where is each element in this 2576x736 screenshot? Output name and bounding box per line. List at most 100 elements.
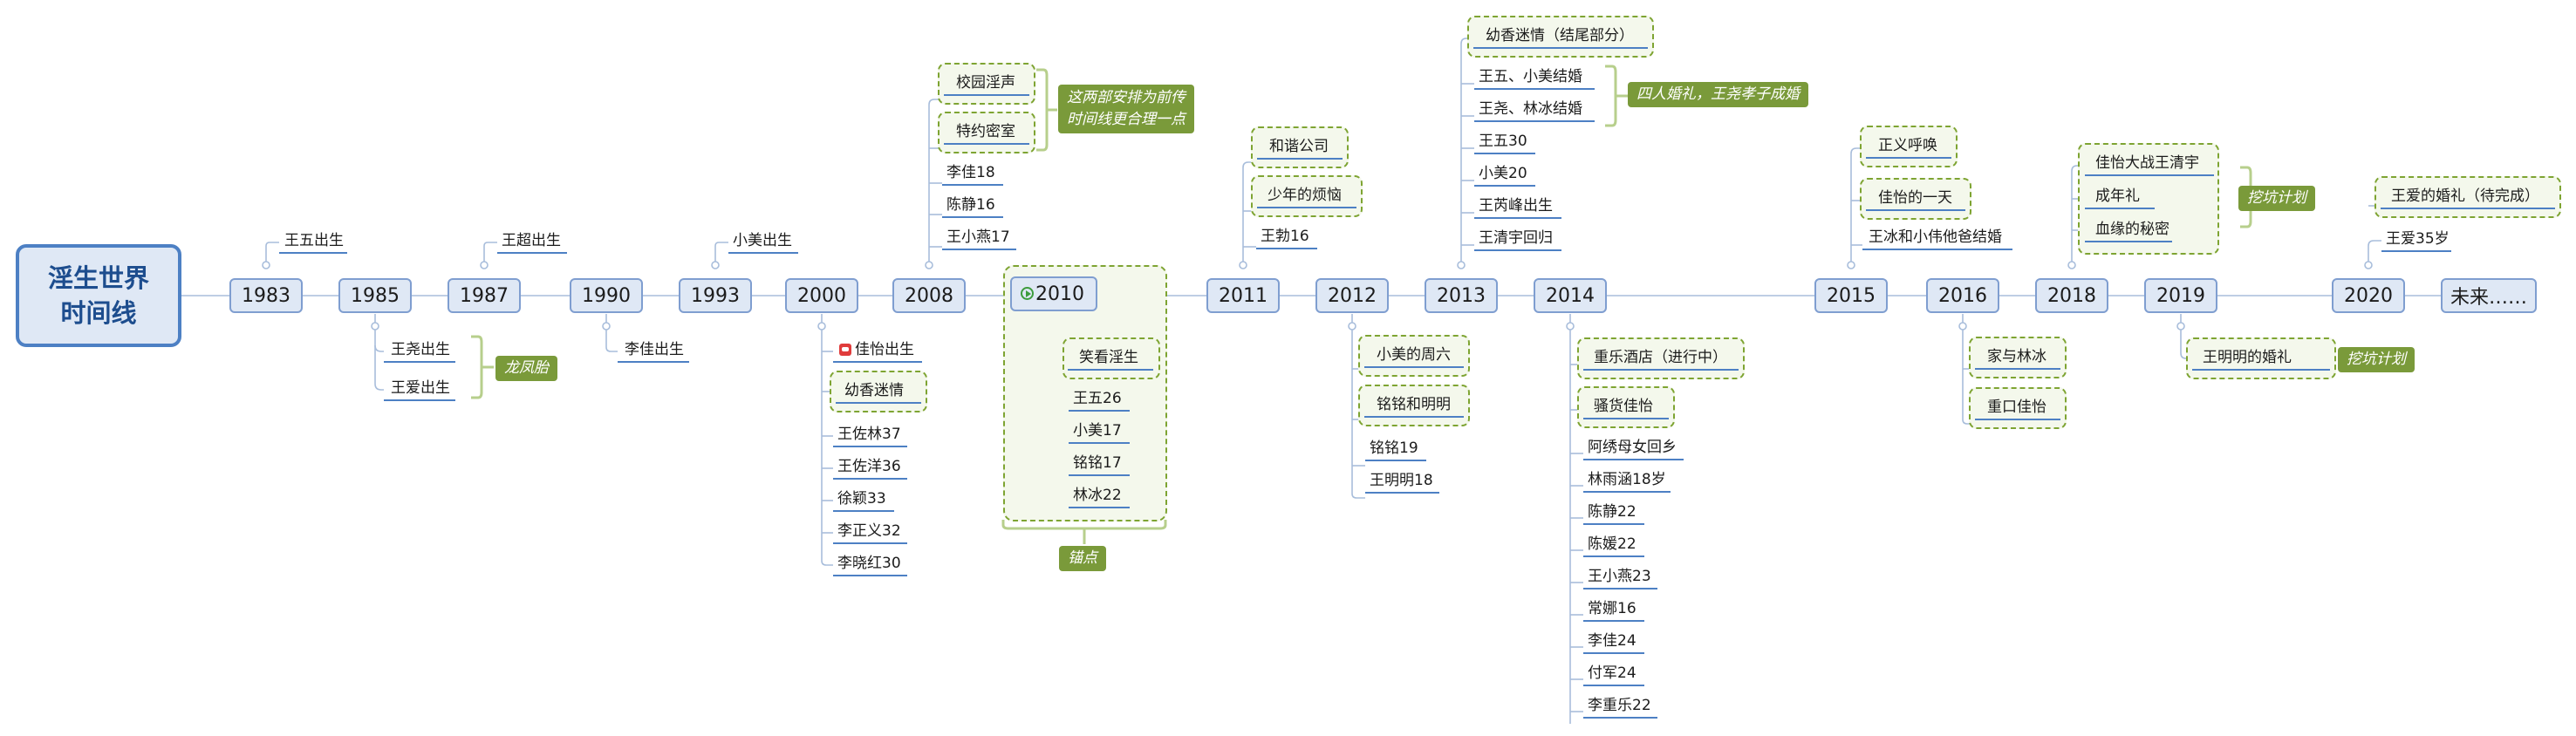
note-plan-2019[interactable]: 挖坑计划 [2338, 347, 2415, 372]
event-label[interactable]: 成年礼 [2095, 187, 2140, 205]
story-title[interactable]: 佳怡的一天 [1878, 189, 1952, 207]
story-title[interactable]: 骚货佳怡 [1594, 398, 1653, 415]
event-label[interactable]: 阿绣母女回乡 [1588, 439, 1677, 456]
story-title[interactable]: 重口佳怡 [1987, 399, 2046, 416]
event-label[interactable]: 陈静16 [946, 196, 995, 214]
event-label[interactable]: 小美20 [1479, 165, 1527, 182]
event-label[interactable]: 徐颖33 [837, 490, 886, 508]
event-label[interactable]: 付军24 [1588, 664, 1636, 682]
event-label[interactable]: 陈媛22 [1588, 535, 1636, 553]
story-box [2078, 143, 2219, 255]
event-label[interactable]: 王冰和小伟他爸结婚 [1869, 228, 2002, 246]
event-label[interactable]: 陈静22 [1588, 503, 1636, 521]
year-node-2011[interactable]: 2011 [1206, 278, 1280, 313]
story-title[interactable]: 王明明的婚礼 [2203, 349, 2292, 366]
underline [2085, 208, 2155, 209]
story-title[interactable]: 重乐酒店（进行中） [1594, 349, 1727, 366]
underline [833, 575, 907, 576]
event-label[interactable]: 李正义32 [837, 522, 901, 540]
year-node-1993[interactable]: 1993 [679, 278, 752, 313]
year-node-2015[interactable]: 2015 [1814, 278, 1888, 313]
event-label[interactable]: 李重乐22 [1588, 697, 1651, 714]
event-label[interactable]: 王爱35岁 [2386, 230, 2450, 248]
story-title[interactable]: 和谐公司 [1269, 138, 1329, 155]
note-anchor[interactable]: 锚点 [1059, 546, 1106, 571]
year-2010-label: 2010 [1035, 283, 1084, 305]
event-label[interactable]: 血缘的秘密 [2095, 221, 2169, 238]
event-label[interactable]: 小美17 [1073, 422, 1122, 440]
event-label[interactable]: 王五、小美结婚 [1479, 68, 1582, 85]
event-label[interactable]: 王五30 [1479, 133, 1527, 150]
note-wedding[interactable]: 四人婚礼，王尧孝子成婚 [1628, 82, 1808, 107]
year-node-1983[interactable]: 1983 [229, 278, 303, 313]
event-label[interactable]: 王勃16 [1261, 228, 1309, 245]
year-node-2010[interactable]: 2010 [1010, 276, 1097, 311]
event-label[interactable]: 王小燕17 [946, 228, 1010, 246]
underline [836, 402, 921, 404]
event-label[interactable]: 王五26 [1073, 390, 1122, 407]
timeline-title[interactable]: 淫生世界 时间线 [16, 244, 181, 347]
event-label[interactable]: 佳怡出生 [855, 341, 914, 358]
year-node-2000[interactable]: 2000 [785, 278, 858, 313]
year-node-2018[interactable]: 2018 [2035, 278, 2108, 313]
title-line-1: 淫生世界 [47, 263, 149, 293]
event-label[interactable]: 李晓红30 [837, 555, 901, 572]
underline [1257, 207, 1356, 208]
event-label[interactable]: 王尧出生 [391, 341, 450, 358]
story-title[interactable]: 铭铭和明明 [1377, 396, 1451, 413]
event-label[interactable]: 铭铭17 [1073, 454, 1122, 472]
event-label[interactable]: 王佐林37 [837, 426, 901, 443]
year-node-1987[interactable]: 1987 [448, 278, 521, 313]
event-label[interactable]: 王小燕23 [1588, 568, 1651, 585]
event-label[interactable]: 王佐洋36 [837, 458, 901, 475]
event-label[interactable]: 王清宇回归 [1479, 229, 1553, 247]
event-label[interactable]: 常娜16 [1588, 600, 1636, 617]
underline [1069, 507, 1130, 508]
underline [944, 143, 1029, 145]
note-plan-2018[interactable]: 挖坑计划 [2238, 186, 2315, 211]
year-node-2016[interactable]: 2016 [1926, 278, 1999, 313]
event-label[interactable]: 王五出生 [284, 232, 344, 249]
story-title[interactable]: 佳怡大战王清宇 [2095, 154, 2199, 172]
event-label[interactable]: 小美出生 [733, 232, 792, 249]
event-label[interactable]: 铭铭19 [1370, 440, 1418, 457]
event-label[interactable]: 王超出生 [502, 232, 561, 249]
story-title[interactable]: 特约密室 [956, 123, 1015, 140]
event-label[interactable]: 李佳24 [1588, 632, 1636, 650]
event-label[interactable]: 王爱出生 [391, 379, 450, 397]
underline [833, 361, 922, 363]
year-node-2008[interactable]: 2008 [892, 278, 966, 313]
underline [1365, 492, 1439, 494]
underline [1583, 685, 1644, 686]
event-label[interactable]: 王明明18 [1370, 472, 1433, 489]
story-title[interactable]: 幼香迷情 [844, 382, 904, 399]
event-label[interactable]: 王芮峰出生 [1479, 197, 1553, 215]
event-label[interactable]: 王尧、林冰结婚 [1479, 100, 1582, 118]
year-node-1985[interactable]: 1985 [338, 278, 412, 313]
story-box [1860, 178, 1971, 220]
event-label[interactable]: 李佳出生 [625, 341, 684, 358]
story-title[interactable]: 笑看淫生 [1079, 349, 1138, 366]
year-node-2019[interactable]: 2019 [2144, 278, 2217, 313]
year-node-2012[interactable]: 2012 [1315, 278, 1389, 313]
event-label[interactable]: 林冰22 [1073, 487, 1122, 504]
story-title[interactable]: 正义呼唤 [1878, 137, 1937, 154]
year-node-future[interactable]: 未来…… [2441, 278, 2537, 313]
event-label[interactable]: 林雨涵18岁 [1588, 471, 1666, 488]
story-title[interactable]: 小美的周六 [1377, 346, 1451, 364]
year-node-1990[interactable]: 1990 [570, 278, 643, 313]
event-label[interactable]: 李佳18 [946, 164, 995, 181]
underline [1866, 209, 1965, 211]
underline [1474, 120, 1595, 122]
year-node-2013[interactable]: 2013 [1425, 278, 1498, 313]
story-title[interactable]: 幼香迷情（结尾部分） [1486, 27, 1634, 44]
year-node-2014[interactable]: 2014 [1534, 278, 1607, 313]
story-title[interactable]: 少年的烦恼 [1268, 187, 1342, 204]
note-prequel[interactable]: 这两部安排为前传 时间线更合理一点 [1058, 85, 1194, 133]
story-title[interactable]: 校园淫声 [956, 74, 1015, 92]
note-twins[interactable]: 龙凤胎 [495, 356, 557, 381]
story-title[interactable]: 王爱的婚礼（待完成） [2391, 187, 2539, 205]
year-node-2020[interactable]: 2020 [2332, 278, 2405, 313]
story-title[interactable]: 家与林冰 [1987, 348, 2046, 365]
underline [384, 361, 455, 363]
